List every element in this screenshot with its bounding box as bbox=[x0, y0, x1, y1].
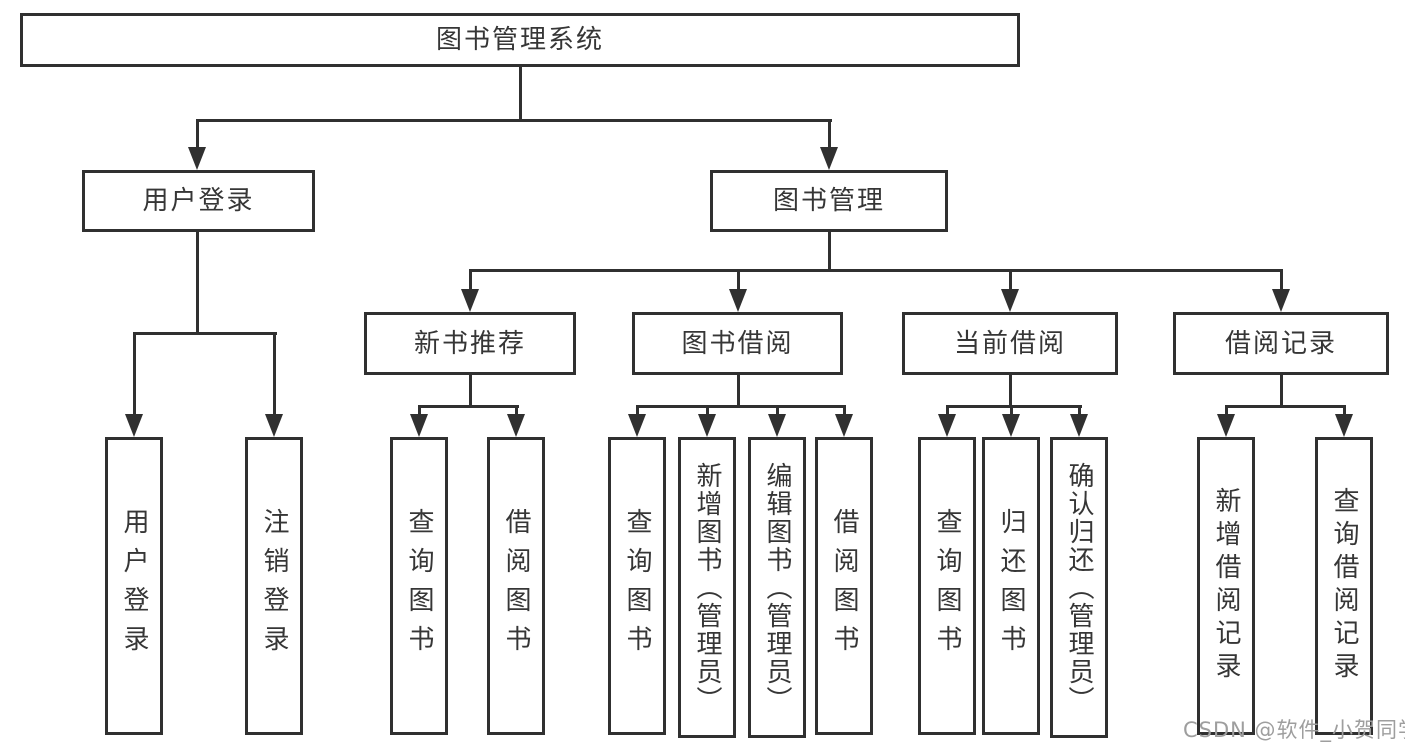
connector-bus bbox=[636, 405, 846, 408]
node-label: 当前借阅 bbox=[953, 328, 1066, 359]
node-label: 新增图书（管理员） bbox=[692, 461, 722, 714]
arrow-down-icon bbox=[628, 414, 646, 437]
arrow-down-icon bbox=[698, 414, 716, 437]
connector-stem bbox=[196, 231, 199, 335]
node-user-login: 用户登录 bbox=[82, 170, 315, 232]
connector-drop bbox=[843, 405, 846, 417]
node-label: 注销登录 bbox=[259, 508, 289, 664]
node-label: 新书推荐 bbox=[413, 328, 526, 359]
node-label: 用户登录 bbox=[119, 508, 149, 664]
arrow-down-icon bbox=[938, 414, 956, 437]
connector-bus bbox=[946, 405, 1082, 408]
connector-drop bbox=[273, 332, 276, 416]
node-label: 查询图书 bbox=[622, 508, 652, 664]
connector-drop bbox=[946, 405, 949, 417]
node-label: 新增借阅记录 bbox=[1211, 487, 1241, 685]
arrow-down-icon bbox=[820, 147, 838, 170]
node-label: 确认归还（管理员） bbox=[1064, 461, 1094, 714]
connector-drop bbox=[469, 269, 472, 291]
node-book-management: 图书管理 bbox=[710, 170, 948, 232]
leaf-borrow-books-recommend: 借阅图书 bbox=[487, 437, 545, 735]
arrow-down-icon bbox=[1217, 414, 1235, 437]
connector-drop bbox=[515, 405, 518, 417]
node-label: 编辑图书（管理员） bbox=[762, 461, 792, 714]
arrow-down-icon bbox=[265, 414, 283, 437]
leaf-query-books-recommend: 查询图书 bbox=[390, 437, 448, 735]
connector-bus bbox=[469, 269, 1283, 272]
connector-drop bbox=[776, 405, 779, 417]
arrow-down-icon bbox=[729, 289, 747, 312]
arrow-down-icon bbox=[768, 414, 786, 437]
node-label: 图书借阅 bbox=[681, 328, 794, 359]
connector-drop bbox=[1343, 405, 1346, 417]
connector-bus bbox=[418, 405, 519, 408]
arrow-down-icon bbox=[188, 147, 206, 170]
connector-stem bbox=[469, 374, 472, 408]
connector-stem bbox=[737, 374, 740, 408]
arrow-down-icon bbox=[835, 414, 853, 437]
arrow-down-icon bbox=[410, 414, 428, 437]
leaf-return-books: 归还图书 bbox=[982, 437, 1040, 735]
connector-stem bbox=[1280, 374, 1283, 408]
connector-bus bbox=[1225, 405, 1346, 408]
connector-drop bbox=[133, 332, 136, 416]
connector-drop bbox=[418, 405, 421, 417]
leaf-query-borrow-record: 查询借阅记录 bbox=[1315, 437, 1373, 735]
connector-drop bbox=[1009, 269, 1012, 291]
leaf-query-books-current: 查询图书 bbox=[918, 437, 976, 735]
leaf-user-login: 用户登录 bbox=[105, 437, 163, 735]
node-label: 借阅图书 bbox=[829, 508, 859, 664]
node-root-system: 图书管理系统 bbox=[20, 13, 1020, 67]
leaf-borrow-books: 借阅图书 bbox=[815, 437, 873, 735]
node-borrowing-records: 借阅记录 bbox=[1173, 312, 1389, 375]
connector-drop bbox=[1010, 405, 1013, 417]
node-label: 图书管理 bbox=[772, 186, 885, 216]
node-label: 借阅记录 bbox=[1224, 328, 1337, 359]
node-label: 用户登录 bbox=[142, 186, 255, 216]
connector-drop bbox=[1078, 405, 1081, 417]
connector-drop bbox=[737, 269, 740, 291]
node-current-borrowing: 当前借阅 bbox=[902, 312, 1118, 375]
connector-bus bbox=[196, 119, 832, 122]
leaf-confirm-return-admin: 确认归还（管理员） bbox=[1050, 437, 1108, 738]
node-label: 借阅图书 bbox=[501, 508, 531, 664]
connector-drop bbox=[706, 405, 709, 417]
arrow-down-icon bbox=[1070, 414, 1088, 437]
node-label: 查询图书 bbox=[404, 508, 434, 664]
arrow-down-icon bbox=[1001, 289, 1019, 312]
node-label: 查询借阅记录 bbox=[1329, 487, 1359, 685]
connector-drop bbox=[1225, 405, 1228, 417]
leaf-add-borrow-record: 新增借阅记录 bbox=[1197, 437, 1255, 735]
arrow-down-icon bbox=[1002, 414, 1020, 437]
leaf-logout: 注销登录 bbox=[245, 437, 303, 735]
leaf-edit-books-admin: 编辑图书（管理员） bbox=[748, 437, 806, 738]
connector-stem bbox=[1009, 374, 1012, 408]
connector-stem bbox=[519, 67, 522, 121]
csdn-watermark: CSDN @软件_小贺同学 bbox=[1183, 718, 1405, 742]
node-label: 归还图书 bbox=[996, 508, 1026, 664]
arrow-down-icon bbox=[507, 414, 525, 437]
connector-drop bbox=[1280, 269, 1283, 291]
connector-bus bbox=[133, 332, 277, 335]
arrow-down-icon bbox=[461, 289, 479, 312]
arrow-down-icon bbox=[1335, 414, 1353, 437]
leaf-query-books-borrow: 查询图书 bbox=[608, 437, 666, 735]
arrow-down-icon bbox=[125, 414, 143, 437]
node-new-book-recommend: 新书推荐 bbox=[364, 312, 576, 375]
connector-stem bbox=[828, 231, 831, 272]
arrow-down-icon bbox=[1272, 289, 1290, 312]
leaf-add-books-admin: 新增图书（管理员） bbox=[678, 437, 736, 738]
node-book-borrowing: 图书借阅 bbox=[632, 312, 843, 375]
connector-drop bbox=[636, 405, 639, 417]
node-label: 图书管理系统 bbox=[435, 25, 604, 55]
connector-drop bbox=[828, 119, 831, 149]
connector-drop bbox=[196, 119, 199, 149]
node-label: 查询图书 bbox=[932, 508, 962, 664]
